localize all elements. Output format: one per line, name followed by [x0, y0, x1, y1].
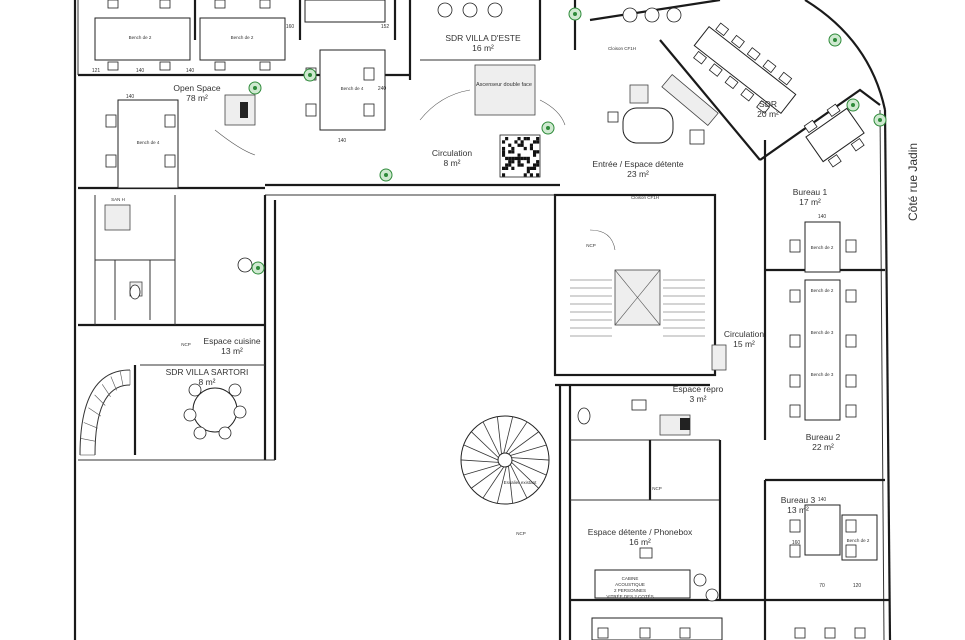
room-label-sdr-villa-este: SDR VILLA D'ESTE 16 m² [445, 33, 521, 53]
qr-code-icon [499, 134, 541, 178]
room-label-sdr-villa-sartori: SDR VILLA SARTORI 8 m² [165, 367, 249, 387]
room-label-espace-detente-phonebox: Espace détente / Phonebox 16 m² [587, 527, 693, 547]
bench-label-9: Bench de 2 [846, 538, 870, 543]
room-label-sdr: SDR 20 m² [757, 99, 779, 119]
chair [845, 519, 857, 533]
chair [789, 374, 801, 388]
plant-icon [828, 33, 842, 47]
ncp-label-3: NCP [181, 342, 191, 347]
cabine-line-2: ACOUSTIQUE [615, 582, 645, 587]
bench-label-7: Bench de 3 [810, 330, 834, 335]
sanitary [104, 204, 691, 436]
plant-icon [846, 98, 860, 112]
dimension-140-d: 140 [337, 138, 347, 144]
bureau-benches [789, 221, 878, 561]
chair [854, 627, 866, 639]
dimension-70: 70 [819, 583, 825, 589]
sdr-villa-este-furniture [419, 2, 566, 126]
street-label: Côté rue Jadin [906, 142, 920, 221]
room-label-open-space: Open Space 78 m² [173, 83, 221, 103]
cabine-line-3: 2 PERSONNES [613, 588, 647, 593]
cabine-line-1: CABINE [621, 576, 639, 581]
spiral-stair-left [79, 369, 131, 456]
plant-icons [248, 7, 887, 275]
san-label: SAN H [111, 197, 125, 202]
chair [789, 544, 801, 558]
bottom-benches [597, 627, 866, 639]
plant-icon [379, 168, 393, 182]
walls [73, 0, 892, 640]
room-label-circulation-mid: Circulation 15 m² [723, 329, 765, 349]
chair [789, 519, 801, 533]
chair [845, 289, 857, 303]
chair [789, 289, 801, 303]
chair [597, 627, 609, 639]
room-label-bureau-1: Bureau 1 17 m² [792, 187, 828, 207]
chair [789, 404, 801, 418]
plant-icon [303, 68, 317, 82]
chair [845, 334, 857, 348]
plant-icon [248, 81, 262, 95]
bench-label-2: Bench de 2 [230, 35, 254, 40]
dimension-140-f: 140 [817, 497, 827, 503]
ncp-label-1: NCP [586, 243, 596, 248]
dimension-152: 152 [380, 24, 390, 30]
plant-icon [568, 7, 582, 21]
dimension-160: 160 [285, 24, 295, 30]
chair [679, 627, 691, 639]
cloison-label-1: Cloison CF1H [607, 46, 637, 51]
chair [845, 239, 857, 253]
plant-icon [251, 261, 265, 275]
chair [789, 239, 801, 253]
bench-label-5: Bench de 2 [810, 245, 834, 250]
bench-label-6: Bench de 2 [810, 288, 834, 293]
phonebox [591, 547, 723, 640]
room-label-espace-cuisine: Espace cuisine 13 m² [203, 336, 261, 356]
bench-label-8: Bench de 3 [810, 372, 834, 377]
spiral-stair-icon [460, 415, 550, 505]
dimension-140-b: 140 [185, 68, 195, 74]
escalier-label: Escalier existant [503, 480, 537, 485]
dimension-140-a: 140 [135, 68, 145, 74]
sdr-room-furniture [607, 7, 865, 168]
sdr-sartori-furniture [183, 257, 253, 440]
chair [794, 627, 806, 639]
cabine-line-4: VITRÉE DES 2 COTÉS [606, 594, 654, 599]
chair [639, 627, 651, 639]
stair-core [570, 229, 727, 371]
cloison-label-2: Cloison CF1H [630, 195, 660, 200]
plant-icon [873, 113, 887, 127]
room-label-espace-repro: Espace repro 3 m² [672, 384, 724, 404]
dimension-140-e: 140 [817, 214, 827, 220]
dimension-120: 120 [852, 583, 862, 589]
room-label-circulation-top: Circulation 8 m² [431, 148, 473, 168]
elevator-label: Ascenseur double face [476, 82, 532, 88]
dimension-160-b: 160 [791, 540, 801, 546]
plant-icon [541, 121, 555, 135]
bench-label-4: Bench de 4 [136, 140, 160, 145]
bench-label-1: Bench de 2 [128, 35, 152, 40]
chair [824, 627, 836, 639]
chair [845, 404, 857, 418]
chair [845, 374, 857, 388]
dimension-121: 121 [91, 68, 101, 74]
dimension-240: 240 [377, 86, 387, 92]
chair [845, 544, 857, 558]
open-space-furniture [94, 0, 386, 189]
chair [789, 334, 801, 348]
ncp-label-2: NCP [516, 531, 526, 536]
room-label-bureau-2: Bureau 2 22 m² [805, 432, 841, 452]
room-label-entree: Entrée / Espace détente 23 m² [592, 159, 684, 179]
room-label-bureau-3: Bureau 3 13 m² [780, 495, 816, 515]
bench-label-3: Bench de 4 [340, 86, 364, 91]
ncp-label-4: NCP [652, 486, 662, 491]
dimension-140-c: 140 [125, 94, 135, 100]
